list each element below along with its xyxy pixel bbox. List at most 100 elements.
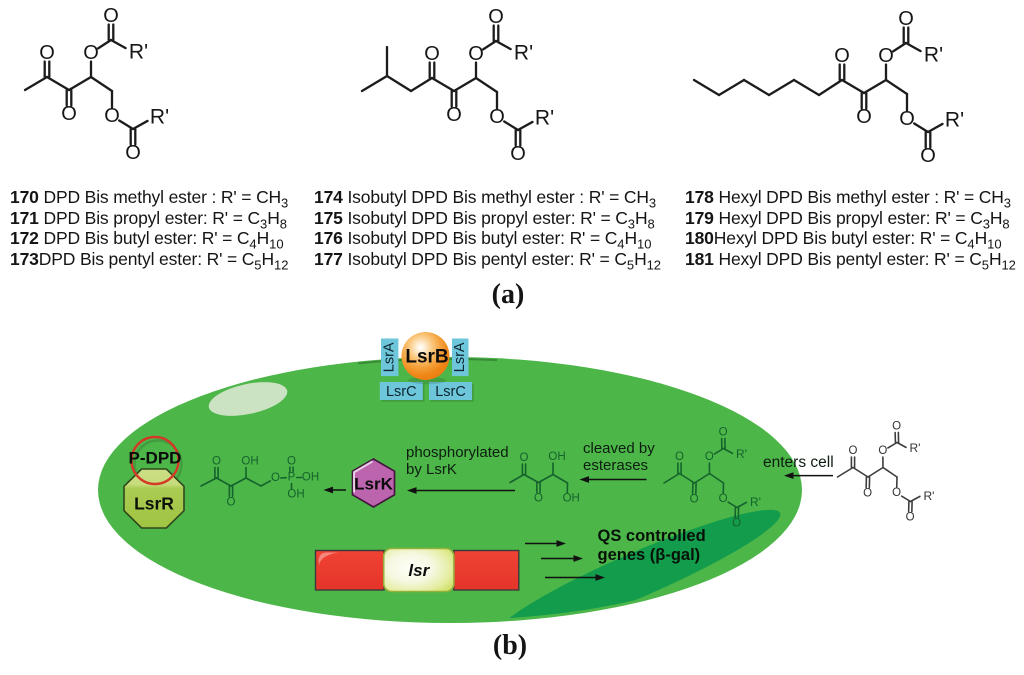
compound-formula-subscript: 12 bbox=[1001, 257, 1016, 273]
bond bbox=[537, 473, 554, 484]
bond bbox=[131, 119, 149, 131]
atom-label-O: O bbox=[892, 487, 901, 499]
atom-label-R: R' bbox=[535, 107, 554, 130]
bond bbox=[722, 447, 734, 455]
atom-label-R: R' bbox=[129, 41, 148, 64]
atom-label-O: O bbox=[849, 445, 858, 457]
compound-formula-subscript: 4 bbox=[617, 236, 625, 252]
atom-label-R: R' bbox=[514, 42, 533, 65]
compound-formula-subscript: 10 bbox=[269, 236, 284, 252]
atom-label-O: O bbox=[510, 143, 526, 165]
bond bbox=[481, 39, 498, 51]
compound-number: 179 bbox=[685, 207, 714, 228]
atom-label-R: R' bbox=[924, 44, 943, 67]
lsr-gene-box bbox=[382, 547, 455, 593]
compound-formula-subscript: 3 bbox=[648, 195, 657, 211]
compound-line-178: 178 Hexyl DPD Bis methyl ester : R' = CH… bbox=[685, 187, 1016, 210]
bond bbox=[887, 441, 898, 449]
bond bbox=[926, 122, 944, 134]
lsrB-label: LsrB bbox=[405, 347, 448, 368]
bond bbox=[663, 472, 681, 484]
compound-formula-subscript: 12 bbox=[646, 257, 662, 273]
qs-note-line1: QS controlled bbox=[597, 526, 706, 545]
operon-red-box-right bbox=[453, 549, 520, 591]
pathway-arrows bbox=[323, 472, 833, 581]
cleaved-note: cleaved by esterases bbox=[583, 440, 655, 475]
lsrC-right-label: LsrC bbox=[435, 384, 466, 400]
qs-note-line2: genes (β-gal) bbox=[597, 545, 701, 564]
lsrA-left-label: LsrA bbox=[382, 342, 398, 372]
bond bbox=[882, 466, 898, 478]
compound-number: 181 bbox=[685, 248, 714, 269]
bond bbox=[23, 75, 49, 92]
bond bbox=[245, 477, 262, 487]
atom-label-O: O bbox=[690, 494, 699, 506]
bond bbox=[678, 472, 696, 484]
compound-text: H bbox=[261, 248, 275, 269]
compound-text: Isobutyl DPD Bis butyl ester: R' = C bbox=[342, 228, 618, 249]
compound-number: 171 bbox=[10, 207, 39, 228]
bond bbox=[552, 473, 569, 484]
compound-number: 180 bbox=[685, 228, 714, 249]
atom-label-O: O bbox=[125, 142, 141, 164]
compound-formula-subscript: 3 bbox=[627, 216, 636, 232]
compound-text: DPD Bis methyl ester : R' = CH bbox=[38, 187, 282, 207]
compound-text: H bbox=[974, 228, 988, 249]
lsr-gene-label: lsr bbox=[408, 561, 430, 580]
compound-formula-subscript: 4 bbox=[249, 236, 257, 252]
compound-number: 176 bbox=[314, 228, 343, 249]
atom-label-O: O bbox=[920, 145, 936, 167]
cleaved-note-line2: esterases bbox=[583, 457, 649, 474]
atom-label-O: O bbox=[446, 104, 462, 126]
enters-cell-note: enters cell bbox=[763, 454, 834, 472]
enters-cell-text: enters cell bbox=[763, 453, 834, 471]
compound-line-170: 170 DPD Bis methyl ester : R' = CH3 bbox=[10, 187, 289, 210]
compound-formula-subscript: 5 bbox=[626, 257, 635, 273]
compound-number: 173 bbox=[10, 248, 39, 269]
atom-label-OH: OH bbox=[302, 472, 319, 484]
compound-text: H bbox=[624, 228, 637, 249]
phosphorylated-note-line1: phosphorylated bbox=[406, 443, 509, 461]
bond bbox=[200, 477, 218, 487]
compound-number: 174 bbox=[314, 187, 343, 207]
compound-line-181: 181 Hexyl DPD Bis pentyl ester: R' = C5H… bbox=[685, 248, 1016, 273]
compound-text: DPD Bis propyl ester: R' = C bbox=[38, 207, 260, 228]
lsrA-left-box bbox=[381, 338, 399, 377]
atom-label-O: O bbox=[732, 518, 741, 530]
lsrK-label: LsrK bbox=[354, 475, 393, 494]
atom-label-O: O bbox=[534, 493, 543, 505]
bond bbox=[891, 41, 908, 53]
bond bbox=[708, 472, 725, 484]
phosphorylated-note: phosphorylated by LsrK bbox=[406, 444, 509, 479]
bond bbox=[836, 466, 854, 478]
bond bbox=[118, 119, 135, 131]
compound-formula-subscript: 8 bbox=[647, 216, 655, 232]
compound-text: H bbox=[635, 207, 648, 228]
bond bbox=[474, 76, 499, 94]
atom-label-O: O bbox=[856, 106, 872, 128]
compound-text: Isobutyl DPD Bis propyl ester: R' = C bbox=[342, 207, 628, 228]
atom-label-O: O bbox=[39, 42, 55, 64]
compound-formula-subscript: 10 bbox=[636, 236, 652, 252]
compound-formula-subscript: 3 bbox=[259, 216, 268, 232]
compound-line-171: 171 DPD Bis propyl ester: R' = C3H8 bbox=[10, 207, 289, 232]
compound-text: H bbox=[634, 248, 647, 269]
bond bbox=[717, 78, 746, 97]
atom-label-O: O bbox=[719, 493, 728, 505]
lsrC-left-box bbox=[379, 382, 423, 400]
bond bbox=[89, 75, 114, 93]
atom-label-O: O bbox=[675, 451, 684, 463]
atom-label-O: O bbox=[705, 451, 714, 463]
p-dpd-label: P-DPD bbox=[129, 449, 182, 468]
bond bbox=[409, 76, 434, 93]
bond bbox=[385, 74, 413, 93]
lsr-operon-cassette: lsr bbox=[314, 547, 520, 593]
compound-text: H bbox=[989, 207, 1003, 228]
atom-label-O: O bbox=[83, 42, 99, 64]
bond bbox=[884, 78, 909, 96]
bond bbox=[900, 495, 912, 503]
arrow-gene-3 bbox=[545, 574, 605, 581]
lsrC-right-box bbox=[429, 382, 472, 400]
